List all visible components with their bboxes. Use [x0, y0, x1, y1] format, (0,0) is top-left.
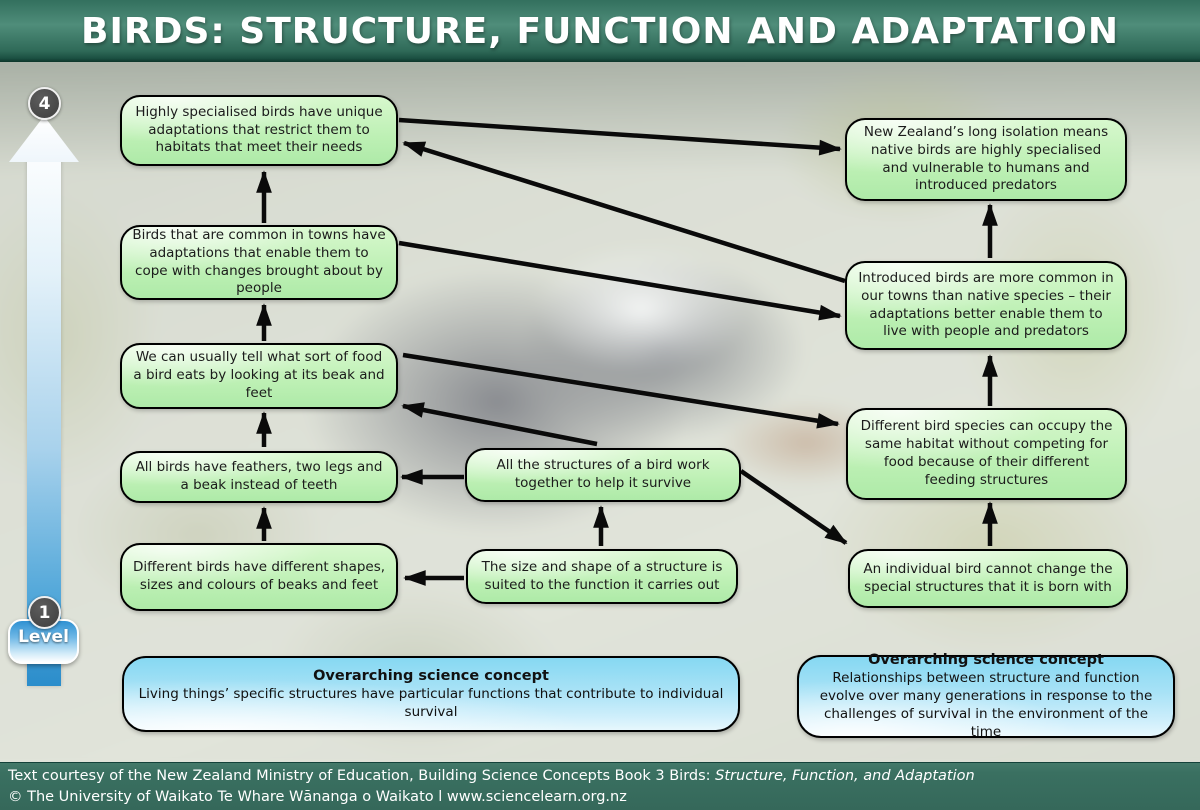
- level-1-number: 1: [38, 602, 51, 623]
- overarching-concept-right: Overarching science concept Relationship…: [797, 652, 1175, 740]
- concept-text: New Zealand’s long isolation means nativ…: [863, 123, 1109, 194]
- concept-box-feathers-legs-beak: All birds have feathers, two legs and a …: [120, 451, 398, 503]
- credit-line-2: © The University of Waikato Te Whare Wān…: [8, 789, 627, 805]
- title-banner: BIRDS: STRUCTURE, FUNCTION AND ADAPTATIO…: [0, 0, 1200, 62]
- credit-book-title: Structure, Function, and Adaptation: [715, 768, 975, 784]
- concept-box-tell-food-by-beak: We can usually tell what sort of food a …: [120, 343, 398, 409]
- overarching-body: Relationships between structure and func…: [819, 670, 1153, 740]
- level-arrow-head: [9, 116, 79, 162]
- overarching-title: Overarching science concept: [868, 652, 1104, 669]
- concept-text: Introduced birds are more common in our …: [858, 269, 1114, 340]
- concept-box-cannot-change-structures: An individual bird cannot change the spe…: [848, 549, 1128, 608]
- concept-box-size-shape-function: The size and shape of a structure is sui…: [466, 549, 738, 604]
- credit-text: Text courtesy of the New Zealand Ministr…: [8, 768, 716, 784]
- concept-text: All the structures of a bird work togeth…: [496, 457, 710, 491]
- concept-text: All birds have feathers, two legs and a …: [135, 459, 383, 493]
- concept-text: Birds that are common in towns have adap…: [132, 226, 386, 297]
- concept-text: Different birds have different shapes, s…: [132, 559, 386, 593]
- credits-footer: Text courtesy of the New Zealand Ministr…: [0, 762, 1200, 810]
- concept-box-different-beaks-feet: Different birds have different shapes, s…: [120, 543, 398, 611]
- concept-box-same-habitat: Different bird species can occupy the sa…: [846, 408, 1127, 500]
- overarching-body: Living things’ specific structures have …: [138, 685, 724, 720]
- concept-box-highly-specialised: Highly specialised birds have unique ada…: [120, 95, 398, 166]
- page-title: BIRDS: STRUCTURE, FUNCTION AND ADAPTATIO…: [81, 10, 1119, 52]
- concept-text: Different bird species can occupy the sa…: [860, 418, 1113, 488]
- concept-text: Highly specialised birds have unique ada…: [135, 103, 383, 156]
- concept-box-nz-isolation: New Zealand’s long isolation means nativ…: [845, 118, 1127, 201]
- concept-text: We can usually tell what sort of food a …: [133, 349, 385, 401]
- concept-text: The size and shape of a structure is sui…: [481, 558, 723, 593]
- level-scale: Level 4 1: [0, 62, 90, 762]
- concept-text: An individual bird cannot change the spe…: [863, 560, 1113, 595]
- level-label: Level: [18, 627, 69, 647]
- level-4-number: 4: [38, 93, 51, 114]
- overarching-title: Overarching science concept: [313, 667, 549, 684]
- concept-box-introduced-birds: Introduced birds are more common in our …: [845, 261, 1127, 350]
- overarching-concept-left: Overarching science concept Living thing…: [122, 656, 740, 732]
- concept-box-structures-work-together: All the structures of a bird work togeth…: [465, 448, 741, 502]
- credit-line-1: Text courtesy of the New Zealand Ministr…: [8, 766, 1192, 787]
- level-4-badge: 4: [28, 87, 61, 120]
- level-1-badge: 1: [28, 596, 61, 629]
- concept-box-common-in-towns: Birds that are common in towns have adap…: [120, 225, 398, 300]
